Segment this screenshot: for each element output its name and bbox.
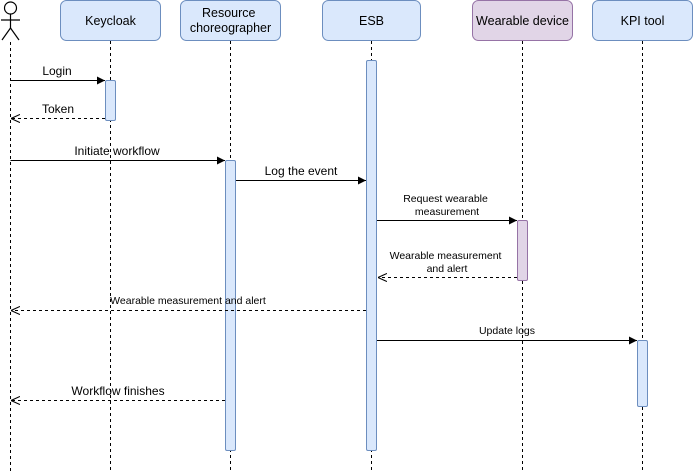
participant-resource-choreographer-label: Resource choreographer <box>190 6 271 35</box>
activation-resource-choreographer <box>225 160 236 451</box>
participant-keycloak-label: Keycloak <box>85 14 136 28</box>
message-measurement-to-actor-label: Wearable measurement and alert <box>110 295 266 307</box>
participant-kpi-tool-box <box>592 0 693 41</box>
participant-esb-label: ESB <box>359 14 384 28</box>
message-login-label: Login <box>42 64 71 78</box>
participant-keycloak-box <box>60 0 161 41</box>
participant-kpi-tool-label: KPI tool <box>621 14 665 28</box>
message-wearable-return-label: Wearable measurement and alert <box>390 250 505 275</box>
actor-icon <box>1 1 20 41</box>
activation-keycloak <box>105 80 116 121</box>
message-request-measurement-label: Request wearable measurement <box>403 193 491 218</box>
message-token-label: Token <box>42 102 74 116</box>
message-log-event-label: Log the event <box>265 164 338 178</box>
participant-wearable-device-label: Wearable device <box>476 14 569 28</box>
participant-resource-choreographer-box <box>180 0 281 41</box>
message-workflow-finishes-label: Workflow finishes <box>71 384 164 398</box>
activation-wearable-device <box>517 220 528 281</box>
activation-kpi-tool <box>637 340 648 407</box>
message-update-logs-label: Update logs <box>479 325 535 337</box>
participant-esb-box <box>322 0 421 41</box>
activation-esb <box>366 60 377 451</box>
participant-wearable-device-box <box>472 0 573 41</box>
message-initiate-workflow-label: Initiate workflow <box>74 144 160 158</box>
